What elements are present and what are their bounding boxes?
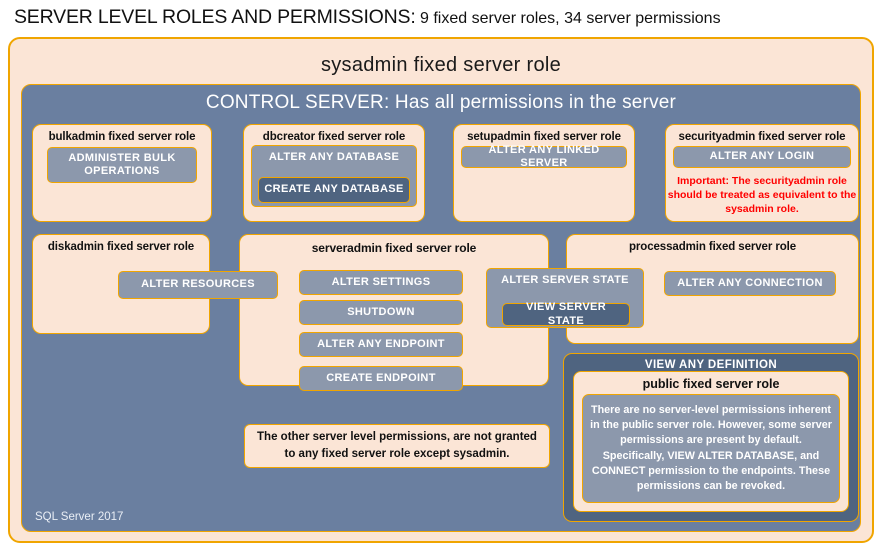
page-title-sub: 9 fixed server roles, 34 server permissi… <box>420 10 721 27</box>
permission-view-any-definition-label: VIEW ANY DEFINITION <box>644 359 778 371</box>
permission-alter-settings: ALTER SETTINGS <box>299 270 463 295</box>
role-title-dbcreator: dbcreator fixed server role <box>262 131 406 143</box>
permission-alter-any-connection: ALTER ANY CONNECTION <box>664 271 836 296</box>
permission-administer-bulk-operations: ADMINISTER BULK OPERATIONS <box>47 147 197 183</box>
sysadmin-role-label: sysadmin fixed server role <box>320 53 562 76</box>
sql-server-version-label: SQL Server 2017 <box>35 511 124 523</box>
permission-alter-any-database-label: ALTER ANY DATABASE <box>268 151 400 163</box>
permission-view-server-state: VIEW SERVER STATE <box>502 301 630 327</box>
permission-alter-any-login: ALTER ANY LOGIN <box>673 146 851 168</box>
role-title-serveradmin: serveradmin fixed server role <box>311 241 477 255</box>
permission-shutdown: SHUTDOWN <box>299 300 463 325</box>
permission-alter-resources: ALTER RESOURCES <box>118 271 278 299</box>
role-title-securityadmin: securityadmin fixed server role <box>678 131 846 143</box>
permission-create-any-database: CREATE ANY DATABASE <box>258 177 410 203</box>
role-title-bulkadmin: bulkadmin fixed server role <box>48 131 196 143</box>
role-title-setupadmin: setupadmin fixed server role <box>467 131 621 143</box>
role-title-processadmin: processadmin fixed server role <box>628 241 797 253</box>
permission-alter-any-endpoint: ALTER ANY ENDPOINT <box>299 332 463 357</box>
permission-create-endpoint: CREATE ENDPOINT <box>299 366 463 391</box>
note-other-permissions: The other server level permissions, are … <box>244 424 550 468</box>
role-box-setupadmin: setupadmin fixed server role <box>453 124 635 222</box>
control-server-label: CONTROL SERVER: Has all permissions in t… <box>205 92 677 113</box>
securityadmin-warning-text: Important: The securityadmin role should… <box>667 175 857 216</box>
role-title-diskadmin: diskadmin fixed server role <box>47 241 195 253</box>
role-title-public: public fixed server role <box>642 377 780 391</box>
permission-alter-any-linked-server: ALTER ANY LINKED SERVER <box>461 144 627 169</box>
page-title: SERVER LEVEL ROLES AND PERMISSIONS: 9 fi… <box>14 6 874 34</box>
permission-alter-server-state-label: ALTER SERVER STATE <box>501 274 629 286</box>
public-role-description: There are no server-level permissions in… <box>582 394 840 503</box>
role-box-securityadmin: securityadmin fixed server role <box>665 124 859 222</box>
page-title-main: SERVER LEVEL ROLES AND PERMISSIONS: <box>14 6 416 28</box>
